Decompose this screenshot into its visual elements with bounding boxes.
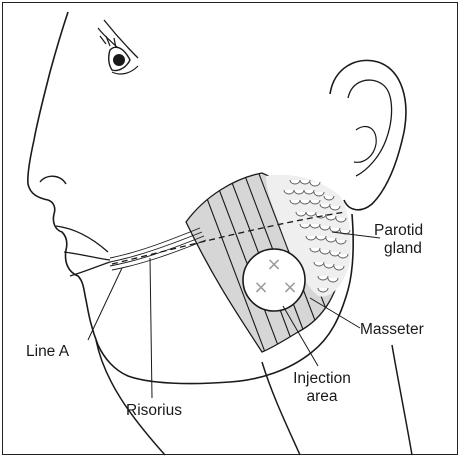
mouth-line	[63, 251, 111, 261]
injection-marker-left: ×	[253, 277, 268, 298]
lower-lip-line	[69, 261, 111, 277]
leader-injection	[282, 305, 319, 367]
leader-masseter	[309, 297, 361, 329]
nostril	[39, 175, 67, 185]
line-a	[111, 211, 346, 265]
label-masseter: Masseter	[360, 321, 424, 338]
upper-lip-line	[55, 225, 109, 253]
injection-area: × × ×	[242, 248, 306, 312]
leader-parotid	[331, 231, 381, 239]
nape-line	[391, 344, 413, 456]
label-injection-line2: area	[306, 388, 337, 405]
leader-risorius	[149, 257, 153, 399]
parotid-gland	[266, 174, 351, 297]
injection-marker-right: ×	[282, 277, 297, 298]
ear	[329, 59, 407, 211]
neck-front-line	[95, 339, 166, 456]
label-risorius: Risorius	[126, 402, 182, 419]
label-parotid-line2: gland	[384, 240, 422, 257]
label-injection-line1: Injection	[293, 370, 351, 387]
label-line-a: Line A	[26, 343, 70, 360]
neck-back-line	[261, 361, 301, 456]
leader-line-a	[87, 267, 123, 341]
injection-marker-top: ×	[266, 254, 281, 275]
eye	[97, 19, 139, 75]
label-parotid-line1: Parotid	[374, 222, 423, 239]
